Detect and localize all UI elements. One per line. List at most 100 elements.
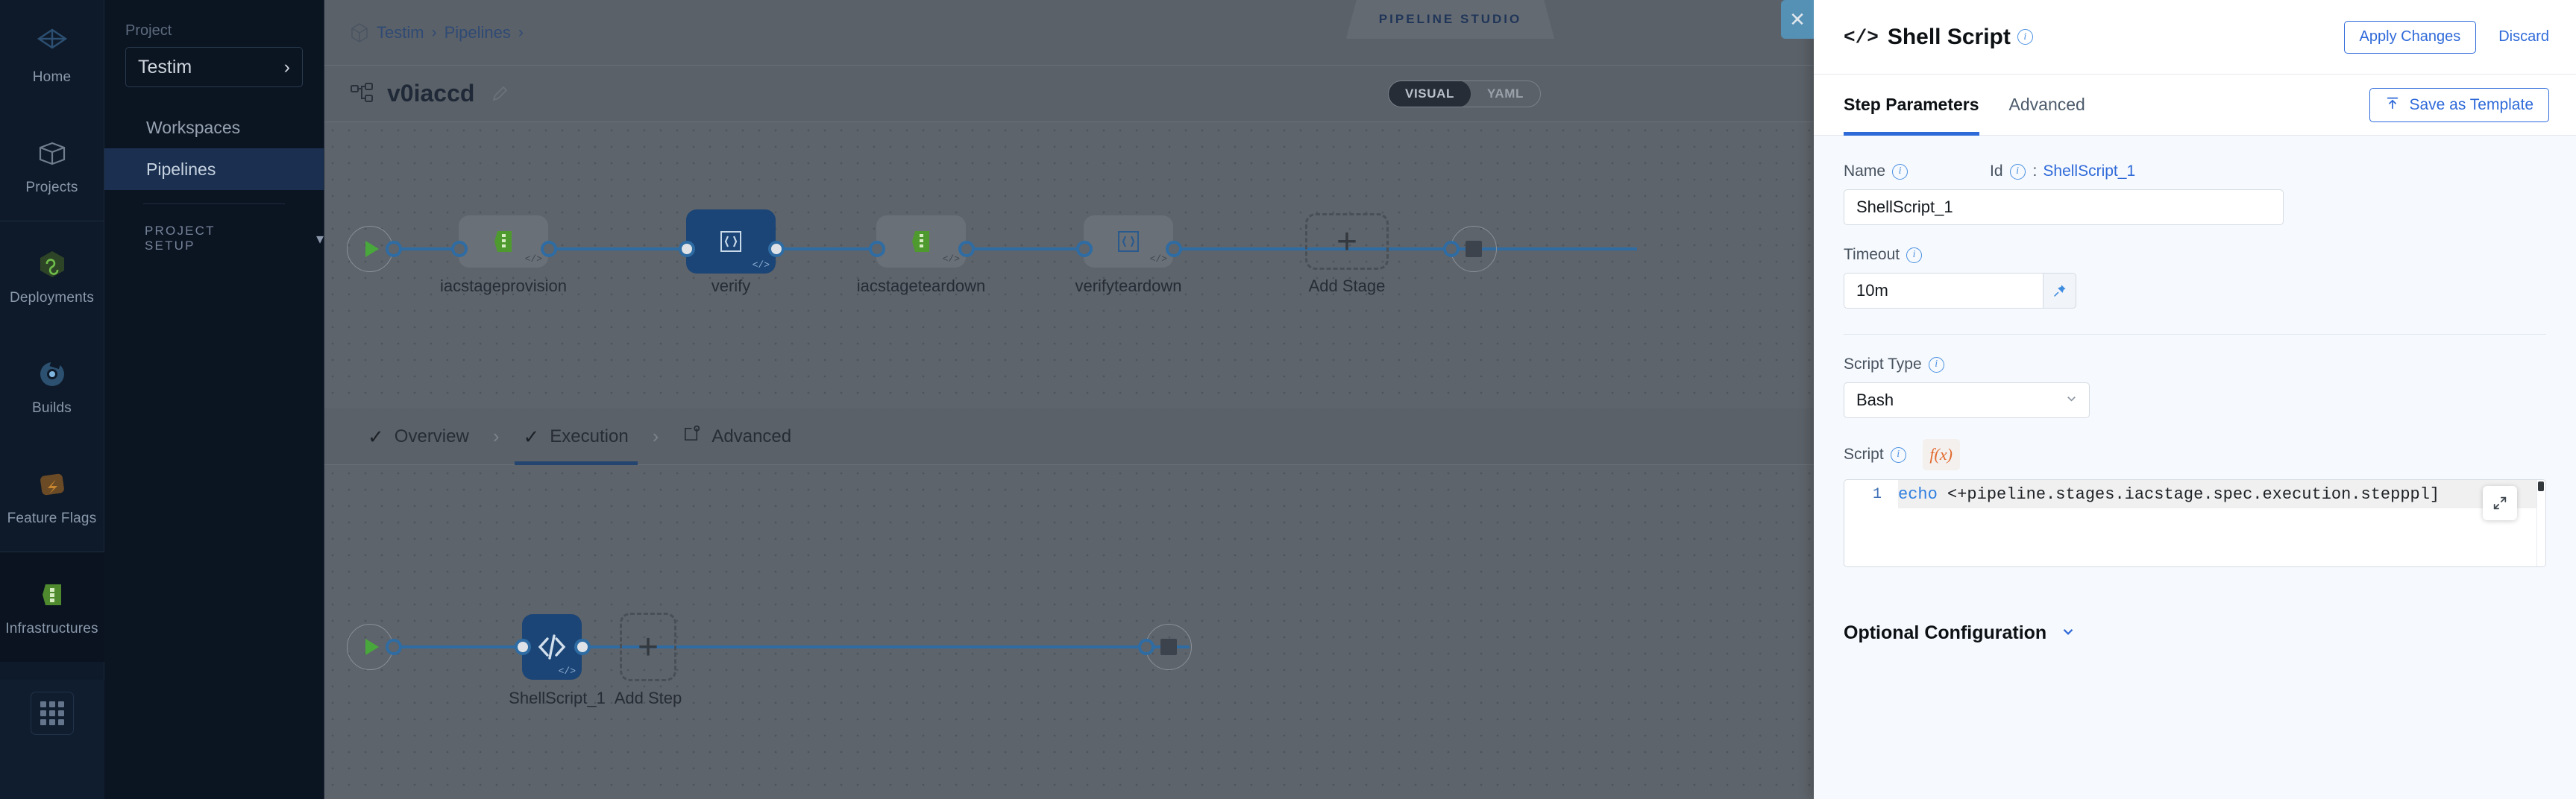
rail-label: Home: [32, 69, 72, 85]
info-icon[interactable]: i: [1928, 356, 1944, 373]
section-divider: [1844, 334, 2546, 335]
breadcrumb-separator: ›: [518, 23, 524, 41]
toggle-option-visual[interactable]: VISUAL: [1389, 81, 1471, 107]
stage-label: verifyteardown: [1075, 277, 1182, 295]
editor-scrollbar[interactable]: [2536, 480, 2545, 566]
line-number: 1: [1872, 485, 1882, 503]
plus-icon: +: [637, 627, 659, 667]
info-icon[interactable]: i: [1892, 163, 1909, 180]
connector-dot: [1138, 639, 1155, 655]
stage-node-verifyteardown[interactable]: </>: [1084, 215, 1173, 268]
rail-item-projects[interactable]: Projects: [0, 110, 104, 221]
add-stage-button[interactable]: +: [1305, 213, 1389, 270]
name-input[interactable]: ShellScript_1: [1844, 189, 2284, 225]
timeout-input[interactable]: 10m: [1844, 273, 2043, 309]
name-label-wrap: Name i: [1844, 162, 1909, 180]
connector-dot: [958, 241, 975, 257]
info-icon[interactable]: i: [1890, 446, 1906, 463]
connector-dot: [679, 241, 695, 257]
tab-execution[interactable]: ✓ Execution: [504, 408, 648, 465]
breadcrumb: Testim › Pipelines ›: [350, 22, 524, 43]
pencil-icon[interactable]: [489, 83, 510, 104]
script-keyword: echo: [1898, 484, 1938, 504]
editor-scrollbar-thumb[interactable]: [2538, 481, 2544, 491]
stage-badge: </>: [752, 259, 770, 271]
close-icon[interactable]: ✕: [1781, 0, 1814, 39]
check-icon: ✓: [523, 425, 540, 448]
tab-advanced[interactable]: Advanced: [663, 408, 811, 465]
timeout-label: Timeout: [1844, 246, 1900, 263]
code-brace-icon: [720, 231, 741, 252]
feature-flags-icon: [34, 466, 71, 503]
pin-icon[interactable]: [2043, 273, 2076, 309]
script-tail: ppl]: [2400, 484, 2440, 504]
toggle-option-yaml[interactable]: YAML: [1486, 86, 1524, 101]
add-step-button[interactable]: +: [620, 613, 676, 681]
save-as-template-label: Save as Template: [2409, 95, 2533, 113]
sidebar-section-project-setup[interactable]: PROJECT SETUP ▾: [104, 224, 324, 253]
tab-overview[interactable]: ✓ Overview: [348, 408, 489, 465]
stage-node-verify[interactable]: </>: [686, 209, 776, 274]
script-editor[interactable]: 1 echo <+pipeline.stages.iacstage.spec.e…: [1844, 479, 2546, 567]
rail-item-infrastructures[interactable]: Infrastructures: [0, 552, 104, 662]
info-icon[interactable]: i: [2017, 29, 2033, 45]
connector-dot: [386, 639, 402, 655]
chevron-down-icon: ▾: [315, 230, 324, 247]
optional-configuration-toggle[interactable]: Optional Configuration: [1844, 622, 2546, 644]
view-mode-toggle[interactable]: VISUAL YAML: [1388, 80, 1541, 107]
step-node-shellscript-1[interactable]: </>: [522, 614, 582, 680]
stage-node-iacstageprovision[interactable]: </>: [459, 215, 548, 268]
connector-dot: [574, 639, 591, 655]
id-value[interactable]: ShellScript_1: [2043, 162, 2136, 180]
chevron-down-icon: [2060, 623, 2076, 644]
expression-fx-icon[interactable]: f(x): [1922, 439, 1960, 470]
home-cube-icon: [34, 25, 71, 62]
pipeline-graph-icon: [350, 81, 375, 107]
stage-badge: </>: [942, 253, 960, 265]
rail-item-home[interactable]: Home: [0, 0, 104, 110]
step-connector: [399, 645, 1190, 648]
stop-icon: [1160, 639, 1177, 655]
rail-item-deployments[interactable]: Deployments: [0, 221, 104, 331]
sidebar-item-pipelines[interactable]: Pipelines: [104, 148, 324, 190]
breadcrumb-link-pipelines[interactable]: Pipelines: [444, 22, 511, 42]
script-code-text[interactable]: echo <+pipeline.stages.iacstage.spec.exe…: [1898, 480, 2545, 508]
rail-label: Builds: [32, 400, 72, 416]
apply-changes-button[interactable]: Apply Changes: [2343, 20, 2477, 54]
info-icon[interactable]: i: [2009, 163, 2026, 180]
tab-step-parameters[interactable]: Step Parameters: [1844, 75, 1979, 136]
apps-grid-button[interactable]: [31, 692, 74, 735]
rail-label: Feature Flags: [7, 511, 97, 526]
add-step-label: Add Step: [614, 689, 682, 707]
stage-node-iacstageteardown[interactable]: </>: [876, 215, 966, 268]
rail-item-feature-flags[interactable]: Feature Flags: [0, 441, 104, 552]
page-title: v0iaccd: [387, 80, 475, 107]
info-icon[interactable]: i: [1906, 247, 1923, 263]
expand-arrows-icon[interactable]: [2483, 486, 2517, 520]
script-type-label: Script Type: [1844, 356, 1922, 373]
rail-item-builds[interactable]: Builds: [0, 331, 104, 441]
script-editor-line: 1 echo <+pipeline.stages.iacstage.spec.e…: [1844, 480, 2545, 508]
sidebar-item-workspaces[interactable]: Workspaces: [104, 107, 324, 148]
connector-dot: [541, 241, 557, 257]
rail-footer: [0, 692, 104, 735]
connector-dot: [515, 639, 531, 655]
connector-dot: [869, 241, 885, 257]
rail-label: Deployments: [9, 290, 95, 306]
script-type-select[interactable]: Bash: [1844, 382, 2090, 418]
id-label: Id: [1990, 162, 2003, 180]
project-selector[interactable]: Testim ›: [125, 47, 303, 87]
project-caption: Project: [125, 22, 172, 39]
connector-dot: [1076, 241, 1093, 257]
chevron-right-icon: ›: [283, 56, 290, 78]
optional-configuration-label: Optional Configuration: [1844, 622, 2047, 643]
tab-label: Advanced: [711, 426, 792, 446]
projects-box-icon: [34, 135, 71, 172]
discard-button[interactable]: Discard: [2498, 28, 2549, 45]
tab-advanced[interactable]: Advanced: [2008, 95, 2085, 114]
drawer-header: </> Shell Script i Apply Changes Discard: [1814, 0, 2576, 75]
breadcrumb-link-project[interactable]: Testim: [377, 22, 424, 42]
play-icon: [365, 639, 379, 655]
save-as-template-button[interactable]: Save as Template: [2369, 87, 2549, 122]
drawer-title: Shell Script: [1887, 24, 2011, 49]
